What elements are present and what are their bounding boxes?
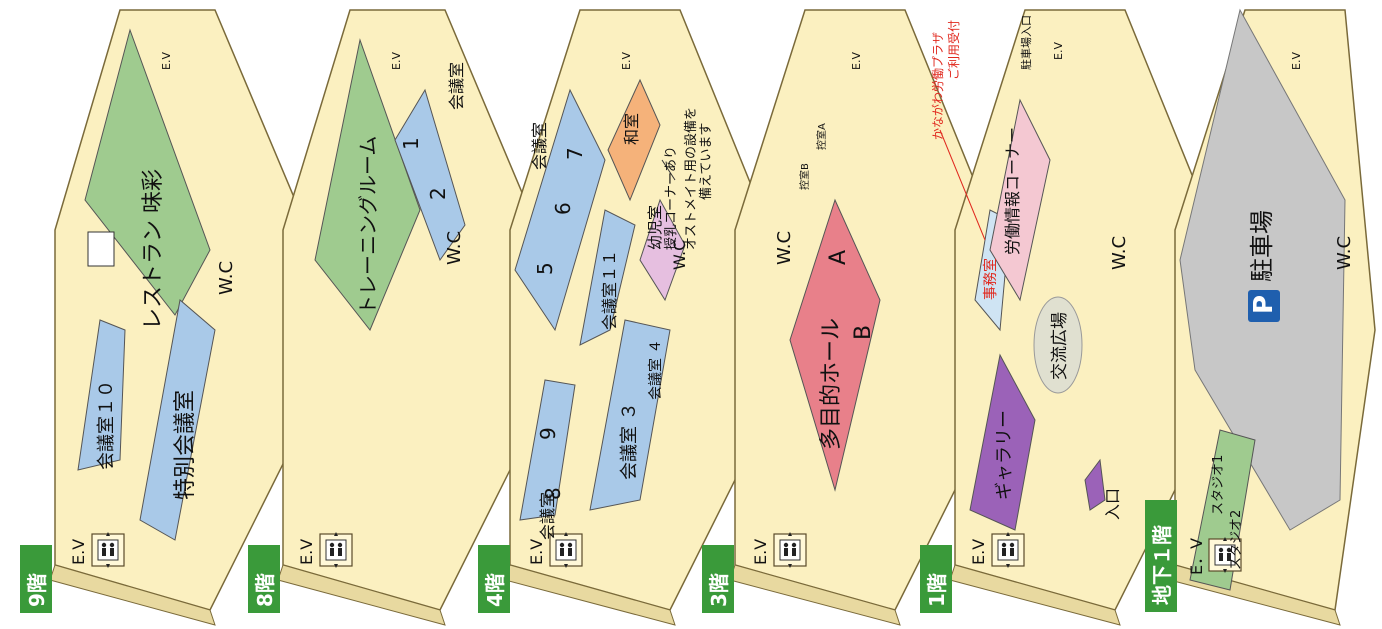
conference-room-5-label: 5 — [533, 262, 557, 275]
floor-b1-badge — [1145, 500, 1177, 612]
floor-4-ev-label: E.V — [527, 539, 546, 565]
floor-4-ev2-label: E.V — [620, 52, 633, 70]
floor-9-panel: 9階 E.V レストラン 味彩 会議室１０ 特別会議室 W.C E.V — [20, 9, 351, 626]
entrance-marker[interactable] — [1084, 458, 1106, 511]
japanese-room[interactable] — [607, 78, 661, 202]
floor-8-ev-label: E.V — [297, 539, 316, 565]
floor-3-ev2-label: E.V — [850, 52, 863, 70]
japanese-room-label: 和室 — [622, 113, 641, 145]
conference-room-8-label: 会議室 — [447, 62, 466, 110]
floor-1-badge — [920, 545, 952, 613]
reception-note-leader — [939, 129, 986, 241]
gallery-label: ギャラリー — [994, 410, 1015, 500]
parking-entry-label: 駐車場入口 — [1019, 15, 1033, 70]
conference-room-11-label: 会議室１１ — [600, 250, 619, 330]
floor-b1-ev2-label: E.V — [1290, 52, 1303, 70]
conference-room-10[interactable] — [77, 319, 126, 471]
conference-room-3-4[interactable] — [589, 319, 671, 511]
parking-p-label: P — [1249, 295, 1279, 314]
floor-1-badge-label: 1階 — [925, 573, 949, 607]
nursery-room-label: 幼児室 — [646, 205, 664, 250]
special-conference-room[interactable] — [139, 299, 216, 541]
conference-room-2-label: 2 — [426, 187, 450, 200]
conference-room-8-label: 8 — [541, 487, 565, 500]
reception-note-2: ご利用受付 — [946, 20, 961, 80]
conference-room-1-label: 1 — [399, 137, 423, 150]
floor-1-wc-label: W.C — [1109, 236, 1130, 270]
ostomate-note-2: 備えています — [698, 123, 714, 200]
floor-b1-badge-label: 地下１階 — [1150, 525, 1174, 605]
conference-room-9-label: 9 — [536, 427, 560, 440]
conference-room-7-label: 7 — [563, 147, 587, 160]
restaurant-label: レストラン 味彩 — [141, 169, 166, 330]
floor-8-wc-label: W.C — [444, 231, 465, 265]
studio-2-label: スタジオ2 — [1229, 510, 1244, 570]
conference-room-6-label: 6 — [551, 202, 575, 215]
floor-3-elevator-icon — [773, 531, 807, 569]
floor-3-badge-label: 3階 — [707, 573, 731, 607]
restaurant-area[interactable] — [84, 28, 211, 316]
ostomate-note-1: オストメイト用の設備を — [683, 107, 699, 250]
restaurant-icon — [87, 231, 115, 267]
nursing-note: 授乳コーナーあり — [664, 146, 679, 250]
exchange-plaza-label: 交流広場 — [1050, 312, 1070, 380]
labor-info-corner[interactable] — [989, 98, 1051, 302]
training-room-label: トレーニングルーム — [356, 136, 380, 315]
floor-4-badge-label: 4階 — [483, 573, 507, 607]
hall-a-label: A — [826, 250, 851, 265]
reception-note-1: かながわ労働プラザ — [930, 32, 945, 140]
conference-room-8-9[interactable] — [519, 379, 576, 521]
floor-1-ev-label: E.V — [969, 539, 988, 565]
floor-8-elevator-icon — [319, 531, 353, 569]
parking-label: 駐車場 — [1248, 210, 1276, 282]
hall-b-label: B — [851, 325, 876, 340]
floor-3-ev-label: E.V — [751, 539, 770, 565]
floor-1-elevator-icon — [991, 531, 1025, 569]
floor-b1-wc-label: W.C — [1334, 236, 1355, 270]
special-conference-room-label: 特別会議室 — [173, 390, 198, 500]
nursery-room[interactable] — [639, 198, 686, 302]
floor-1-ev2-label: E.V — [1052, 42, 1065, 60]
waiting-room-a-label: 控室A — [815, 123, 828, 150]
floor-4-badge — [478, 545, 510, 613]
floor-8-panel: 8階 E.V トレーニングルーム 会議室 1 2 W.C E.V — [248, 9, 581, 626]
floor-9-badge — [20, 545, 52, 613]
multipurpose-hall-label: 多目的ホール — [819, 318, 844, 450]
conference-room-bottom-label: 会議室 — [538, 492, 557, 540]
conference-room-4-label: 会議室 ４ — [647, 340, 664, 400]
exchange-plaza[interactable] — [1033, 296, 1083, 394]
parking-area[interactable] — [1179, 8, 1346, 531]
conference-room-top-label: 会議室 — [530, 122, 549, 170]
floor-8-badge — [248, 545, 280, 613]
multipurpose-hall[interactable] — [789, 198, 881, 492]
floor-9-ev2-label: E.V — [160, 52, 173, 70]
floor-9-wc-label: W.C — [216, 261, 237, 295]
entrance-label: 入口 — [1103, 488, 1122, 520]
parking-p-icon — [1248, 290, 1280, 322]
studio-area[interactable] — [1189, 429, 1256, 591]
floor-9-badge-label: 9階 — [25, 573, 49, 607]
floor-9-elevator-icon — [91, 531, 125, 569]
conference-room-5-6-7[interactable] — [514, 88, 606, 332]
floor-b1-ev-label: E．V — [1187, 538, 1206, 575]
conference-room-3-label: 会議室 ３ — [619, 402, 640, 480]
labor-info-label: 労働情報コーナー — [1003, 127, 1022, 255]
gallery-area[interactable] — [969, 353, 1036, 531]
waiting-room-b-label: 控室B — [798, 163, 811, 190]
floor-b1-panel: P 地下１階 E．V 駐車場 スタジオ1 スタジオ2 W.C E.V — [1145, 8, 1376, 626]
training-room[interactable] — [314, 38, 421, 331]
floor-4-wc-label: W.C — [670, 240, 689, 270]
floor-8-ev2-label: E.V — [390, 52, 403, 70]
floor-8-badge-label: 8階 — [253, 573, 277, 607]
conference-room-11[interactable] — [579, 209, 636, 346]
floor-3-wc-label: W.C — [774, 231, 795, 265]
nursing-note-leader — [661, 159, 676, 181]
studio-1-label: スタジオ1 — [1211, 455, 1226, 515]
office-label: 事務室 — [982, 258, 999, 300]
floor-9-ev-label: E.V — [69, 539, 88, 565]
floor-3-badge — [702, 545, 734, 613]
conference-room-1-2[interactable] — [394, 88, 466, 262]
conference-room-10-label: 会議室１０ — [96, 380, 117, 470]
